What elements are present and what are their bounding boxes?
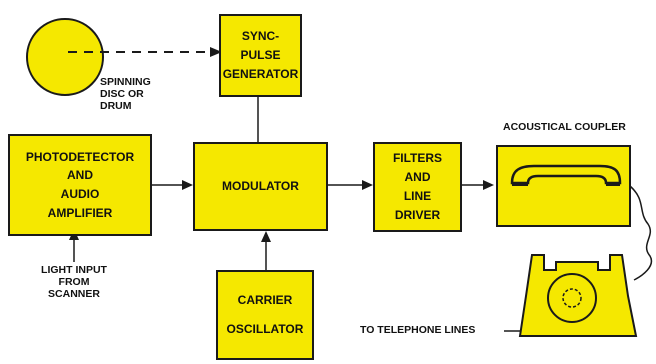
light-input-line-2: FROM — [58, 276, 90, 289]
photodetector-block: PHOTODETECTOR AND AUDIO AMPLIFIER — [8, 134, 152, 236]
carrier-oscillator-block: CARRIER OSCILLATOR — [216, 270, 314, 360]
light-input-line-3: SCANNER — [48, 288, 100, 301]
filters-line-4: DRIVER — [394, 208, 441, 223]
spinning-line-3: DRUM — [100, 100, 132, 113]
carrier-line-1: CARRIER — [237, 293, 293, 308]
light-input-label: LIGHT INPUT FROM SCANNER — [22, 264, 126, 300]
telephone-dial-center — [562, 288, 582, 308]
modulator-to-filters-arrowhead — [362, 180, 373, 190]
photodetector-line-2: AND — [67, 168, 93, 183]
sync-pulse-line-3: GENERATOR — [222, 67, 299, 82]
filters-to-coupler-arrowhead — [483, 180, 494, 190]
sync-pulse-line-2: PULSE — [240, 47, 281, 62]
sync-pulse-line-1: SYNC- — [241, 28, 280, 43]
telephone-dial — [547, 273, 597, 323]
photodetector-to-modulator-arrowhead — [182, 180, 193, 190]
spinning-disc-shape — [26, 18, 104, 96]
filters-line-3: LINE — [403, 189, 432, 203]
photodetector-line-1: PHOTODETECTOR — [25, 149, 135, 164]
handset-icon — [510, 164, 622, 185]
filters-line-1: FILTERS — [392, 150, 443, 165]
carrier-line-2: OSCILLATOR — [226, 322, 304, 336]
acoustical-coupler-label: ACOUSTICAL COUPLER — [503, 121, 626, 133]
coiled-cord — [629, 185, 653, 281]
spinning-line-2: DISC OR — [100, 88, 144, 101]
telephone-lines-label: TO TELEPHONE LINES — [360, 324, 476, 336]
sync-pulse-generator-block: SYNC- PULSE GENERATOR — [219, 14, 302, 97]
light-input-line-1: LIGHT INPUT — [41, 264, 107, 276]
modulator-block: MODULATOR — [193, 142, 328, 231]
photodetector-line-4: AMPLIFIER — [47, 205, 113, 220]
photodetector-line-3: AUDIO — [60, 187, 100, 201]
disc-to-sync-arrowhead — [210, 47, 222, 57]
carrier-to-modulator-arrowhead — [261, 231, 271, 242]
filters-line-driver-block: FILTERS AND LINE DRIVER — [373, 142, 462, 232]
filters-line-2: AND — [404, 169, 431, 184]
spinning-disc-label: SPINNING DISC OR DRUM — [100, 76, 151, 112]
spinning-line-1: SPINNING — [100, 76, 151, 88]
modulator-label: MODULATOR — [222, 179, 299, 194]
